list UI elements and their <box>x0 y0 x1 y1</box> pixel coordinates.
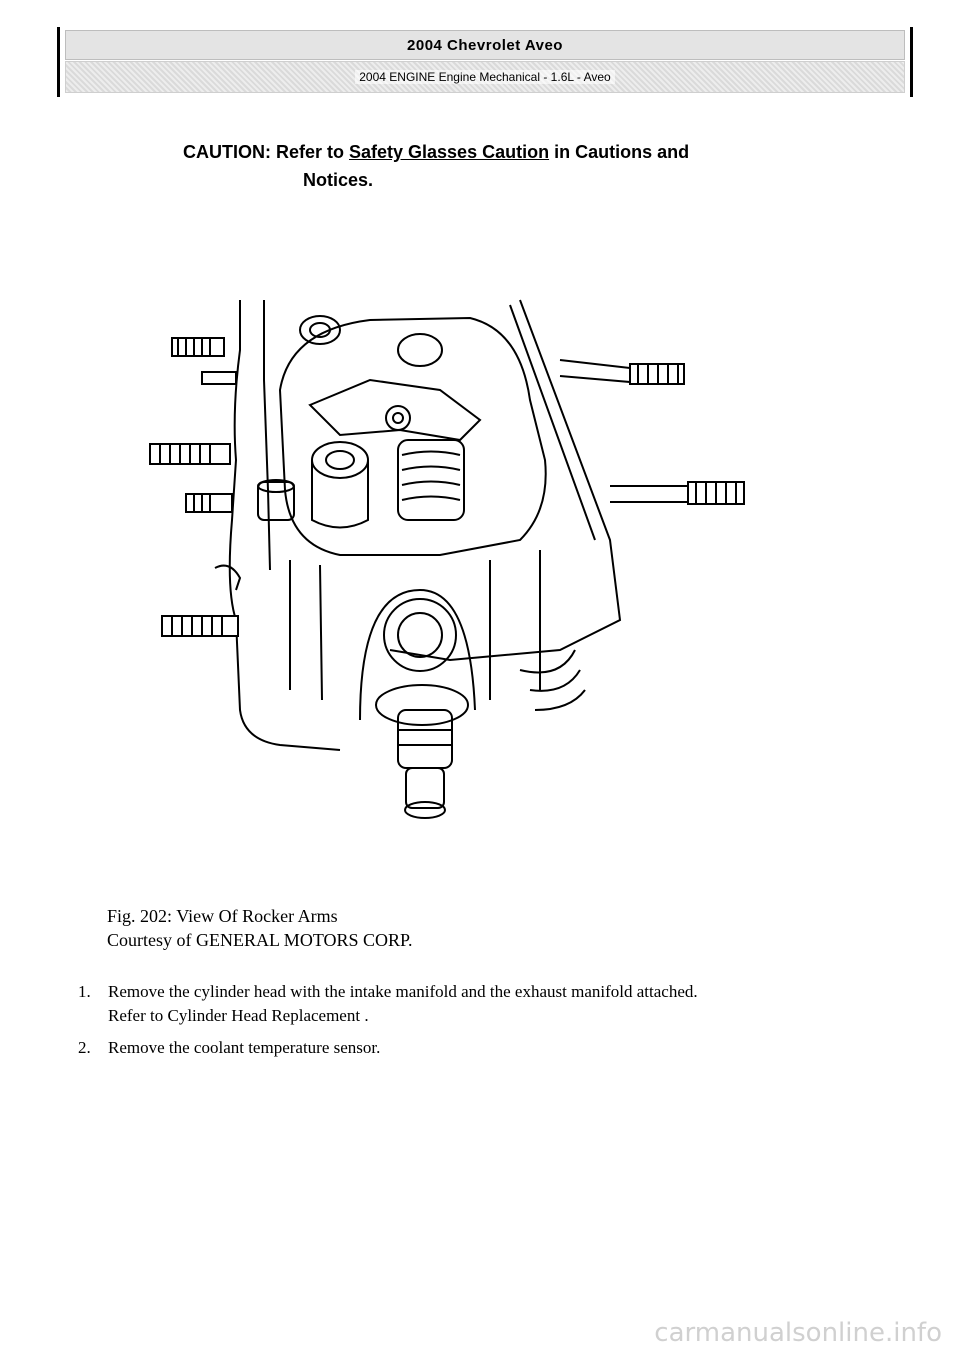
step-number: 2. <box>78 1038 91 1057</box>
rocker-arms-illustration <box>149 299 745 819</box>
document-title: 2004 Chevrolet Aveo <box>65 30 905 60</box>
figure-courtesy: Courtesy of GENERAL MOTORS CORP. <box>107 930 413 950</box>
procedure-steps: 1. Remove the cylinder head with the int… <box>78 980 898 1068</box>
caution-line2: Notices. <box>303 170 374 190</box>
figure-title: Fig. 202: View Of Rocker Arms <box>107 906 338 926</box>
figure-caption: Fig. 202: View Of Rocker Arms Courtesy o… <box>107 904 413 952</box>
document-header: 2004 Chevrolet Aveo 2004 ENGINE Engine M… <box>57 27 913 97</box>
document-subtitle-bar: 2004 ENGINE Engine Mechanical - 1.6L - A… <box>65 61 905 93</box>
caution-suffix: in Cautions and <box>549 142 690 162</box>
list-item: 2. Remove the coolant temperature sensor… <box>78 1036 898 1060</box>
cylinder-head-replacement-link[interactable]: Refer to Cylinder Head Replacement . <box>108 1006 369 1025</box>
safety-glasses-caution-link[interactable]: Safety Glasses Caution <box>349 142 550 162</box>
caution-prefix: CAUTION: Refer to <box>183 142 349 162</box>
list-item: 1. Remove the cylinder head with the int… <box>78 980 898 1028</box>
watermark: carmanualsonline.info <box>654 1318 942 1348</box>
step-number: 1. <box>78 982 91 1001</box>
caution-note: CAUTION: Refer to Safety Glasses Caution… <box>183 138 843 194</box>
document-subtitle: 2004 ENGINE Engine Mechanical - 1.6L - A… <box>355 70 615 84</box>
step-text: Remove the coolant temperature sensor. <box>108 1038 381 1057</box>
step-text: Remove the cylinder head with the intake… <box>108 982 698 1001</box>
